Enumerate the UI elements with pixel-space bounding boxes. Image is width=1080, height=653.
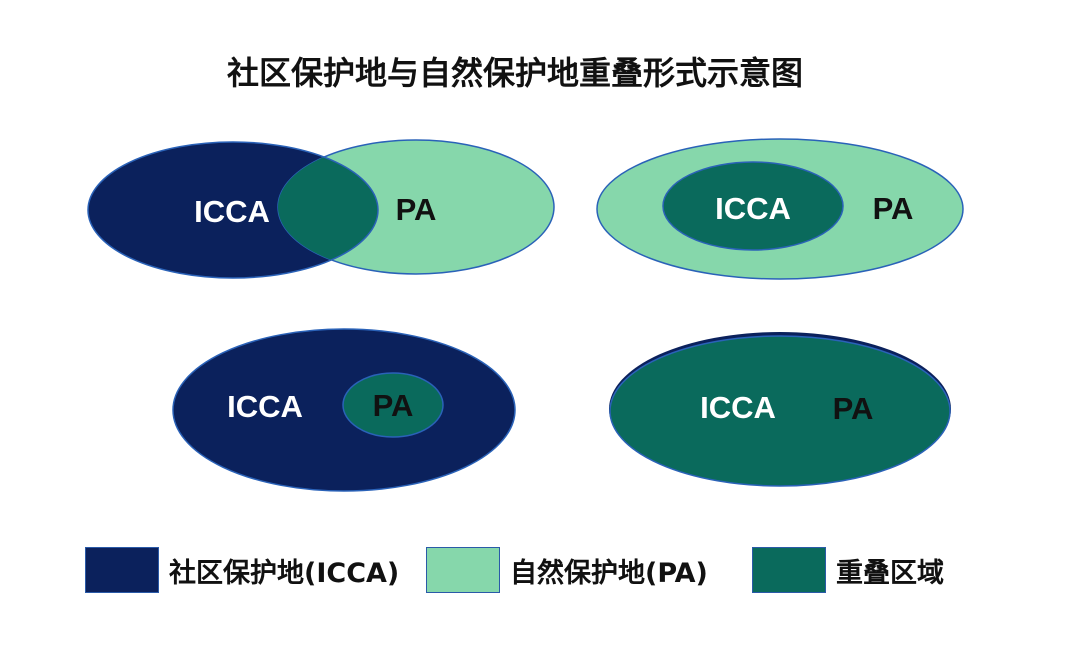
page-title: 社区保护地与自然保护地重叠形式示意图 (226, 54, 803, 92)
legend-label-icca: 社区保护地(ICCA) (169, 557, 400, 589)
legend-label-overlap: 重叠区域 (836, 557, 944, 589)
icca-outline (87, 141, 379, 279)
pa-label: PA (396, 192, 437, 227)
legend-swatch-overlap (752, 547, 826, 593)
pa-label: PA (373, 388, 414, 423)
legend-label-pa: 自然保护地(PA) (510, 557, 708, 589)
pa-label: PA (873, 191, 914, 226)
legend-item-overlap: 重叠区域 (752, 546, 944, 594)
icca-label: ICCA (227, 389, 303, 424)
overlap-region (278, 142, 378, 274)
legend-item-icca: 社区保护地(ICCA) (85, 546, 399, 594)
icca-label: ICCA (194, 194, 270, 229)
diagram-partial-overlap: ICCA PA (87, 139, 555, 279)
diagram-pa-within-icca: ICCA PA (172, 328, 516, 492)
overlap-region (342, 372, 444, 438)
diagram-full-overlap: ICCA PA (609, 332, 951, 487)
diagram-icca-within-pa: ICCA PA (596, 138, 964, 280)
pa-label: PA (833, 391, 874, 426)
icca-label: ICCA (700, 390, 776, 425)
legend-swatch-icca (85, 547, 159, 593)
icca-label: ICCA (715, 191, 791, 226)
legend-item-pa: 自然保护地(PA) (426, 546, 708, 594)
overlap-region (662, 161, 844, 251)
overlap-region (609, 335, 951, 487)
legend-swatch-pa (426, 547, 500, 593)
